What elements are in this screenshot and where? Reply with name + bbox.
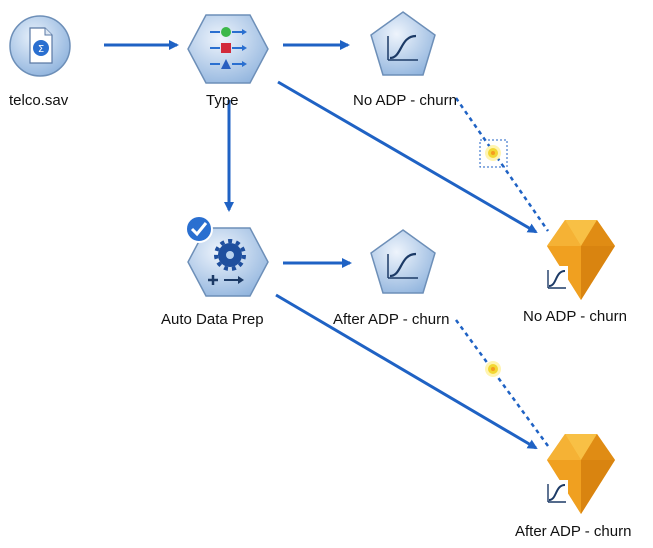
- model-builder-after-adp[interactable]: [368, 228, 438, 296]
- model-nugget-no-adp[interactable]: [538, 218, 624, 304]
- auto-data-prep-node[interactable]: [186, 225, 270, 299]
- checkmark-badge-icon: [184, 214, 214, 244]
- source-node[interactable]: Σ: [6, 12, 74, 80]
- model-nugget-icon: [544, 220, 615, 300]
- statistics-file-source-icon: Σ: [9, 15, 71, 77]
- model-link-marker-icon: [485, 361, 501, 377]
- model-nugget-no-adp-label: No ADP - churn: [523, 308, 627, 325]
- model-link-after-adp[interactable]: [454, 319, 550, 447]
- link-adp-to-nugget-after-adp[interactable]: [275, 293, 538, 450]
- type-node[interactable]: [186, 12, 270, 86]
- model-nugget-icon: [544, 434, 615, 514]
- logistic-model-builder-icon: [370, 229, 436, 294]
- auto-data-prep-label: Auto Data Prep: [161, 311, 264, 328]
- logistic-curve-icon: [544, 480, 568, 506]
- gear-icon: [214, 239, 246, 271]
- model-link-marker-icon: [485, 145, 501, 161]
- svg-text:Σ: Σ: [38, 44, 44, 55]
- model-link-no-adp[interactable]: [454, 97, 550, 232]
- source-node-label: telco.sav: [9, 92, 69, 109]
- model-builder-after-adp-label: After ADP - churn: [333, 311, 450, 328]
- model-builder-no-adp[interactable]: [368, 10, 438, 78]
- logistic-model-builder-icon: [370, 11, 436, 76]
- auto-data-prep-icon: [187, 227, 269, 297]
- link-type-to-nugget-no-adp[interactable]: [277, 80, 538, 234]
- logistic-curve-icon: [544, 266, 568, 292]
- model-nugget-after-adp[interactable]: [538, 432, 624, 518]
- model-nugget-after-adp-label: After ADP - churn: [515, 523, 632, 540]
- type-node-icon: [187, 14, 269, 84]
- type-node-label: Type: [206, 92, 239, 109]
- model-link-selection-box: [479, 139, 508, 168]
- model-builder-no-adp-label: No ADP - churn: [353, 92, 457, 109]
